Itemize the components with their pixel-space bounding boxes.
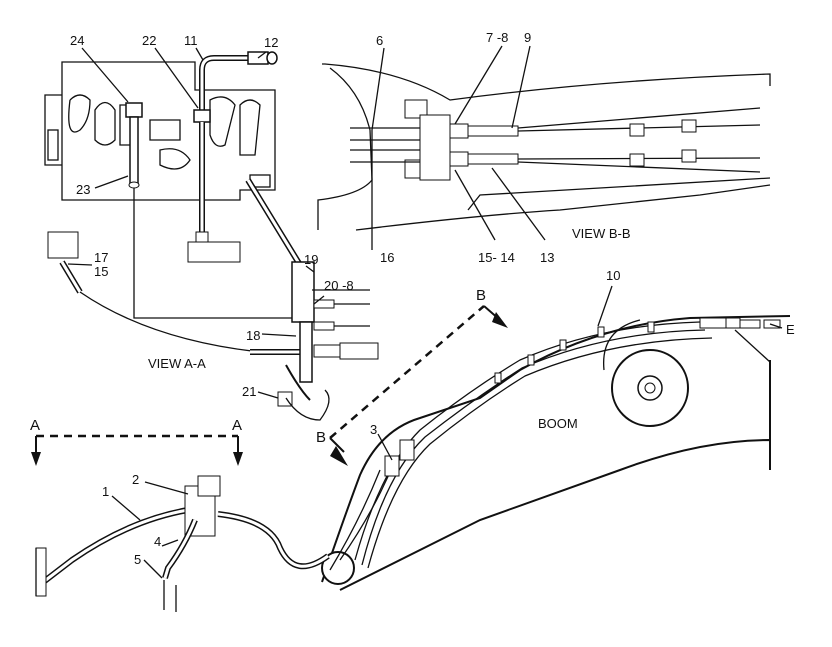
arrow-down-icon: [233, 452, 243, 466]
callout-2: 2: [132, 472, 139, 487]
callout-15-14: 15- 14: [478, 250, 515, 265]
callout-13: 13: [540, 250, 554, 265]
callout-labels: 24 22 11 12 23 6 7 -8 9 16 15- 14 13 VIE…: [30, 30, 795, 567]
callout-7-8: 7 -8: [486, 30, 508, 45]
section-marker-b-bottom: B: [316, 429, 326, 446]
section-marker-a-right: A: [232, 417, 242, 434]
callout-3: 3: [370, 422, 377, 437]
callout-20-8: 20 -8: [324, 278, 354, 293]
callout-18: 18: [246, 328, 260, 343]
manifold-19: [245, 178, 379, 421]
callout-22: 22: [142, 33, 156, 48]
callout-5: 5: [134, 552, 141, 567]
callout-24: 24: [70, 33, 84, 48]
view-bb-label: VIEW B-B: [572, 226, 631, 241]
callout-23: 23: [76, 182, 90, 197]
leader-lines: [67, 45, 783, 579]
section-marker-b-top: B: [476, 287, 486, 304]
hose-11-assembly: [187, 51, 278, 263]
view-aa-label: VIEW A-A: [148, 356, 206, 371]
callout-12: 12: [264, 35, 278, 50]
callout-11: 11: [184, 33, 198, 48]
callout-6: 6: [376, 33, 383, 48]
hose-10-run: [354, 317, 781, 569]
callout-15: 15: [94, 264, 108, 279]
callout-21: 21: [242, 384, 256, 399]
boom-structure: [321, 315, 791, 591]
view-bb-section: [317, 63, 771, 231]
arrow-down-right-icon: [492, 312, 508, 328]
callout-1: 1: [102, 484, 109, 499]
label-boom: BOOM: [538, 416, 578, 431]
tube-23-line: [133, 188, 300, 319]
section-line-b-b: [329, 305, 508, 466]
section-line-a-a: [31, 434, 243, 466]
hose-15-17: [47, 231, 300, 355]
label-e: E: [786, 322, 795, 337]
callout-16: 16: [380, 250, 394, 265]
callout-19: 19: [304, 252, 318, 267]
arrow-down-icon: [31, 452, 41, 466]
fitting-24-assembly: [125, 102, 143, 189]
engine-block: [44, 61, 276, 201]
callout-9: 9: [524, 30, 531, 45]
hose-1-4-assembly: [35, 475, 330, 612]
callout-17: 17: [94, 250, 108, 265]
section-marker-a-left: A: [30, 417, 40, 434]
callout-4: 4: [154, 534, 161, 549]
callout-10: 10: [606, 268, 620, 283]
arrow-down-right-icon: [330, 446, 348, 466]
